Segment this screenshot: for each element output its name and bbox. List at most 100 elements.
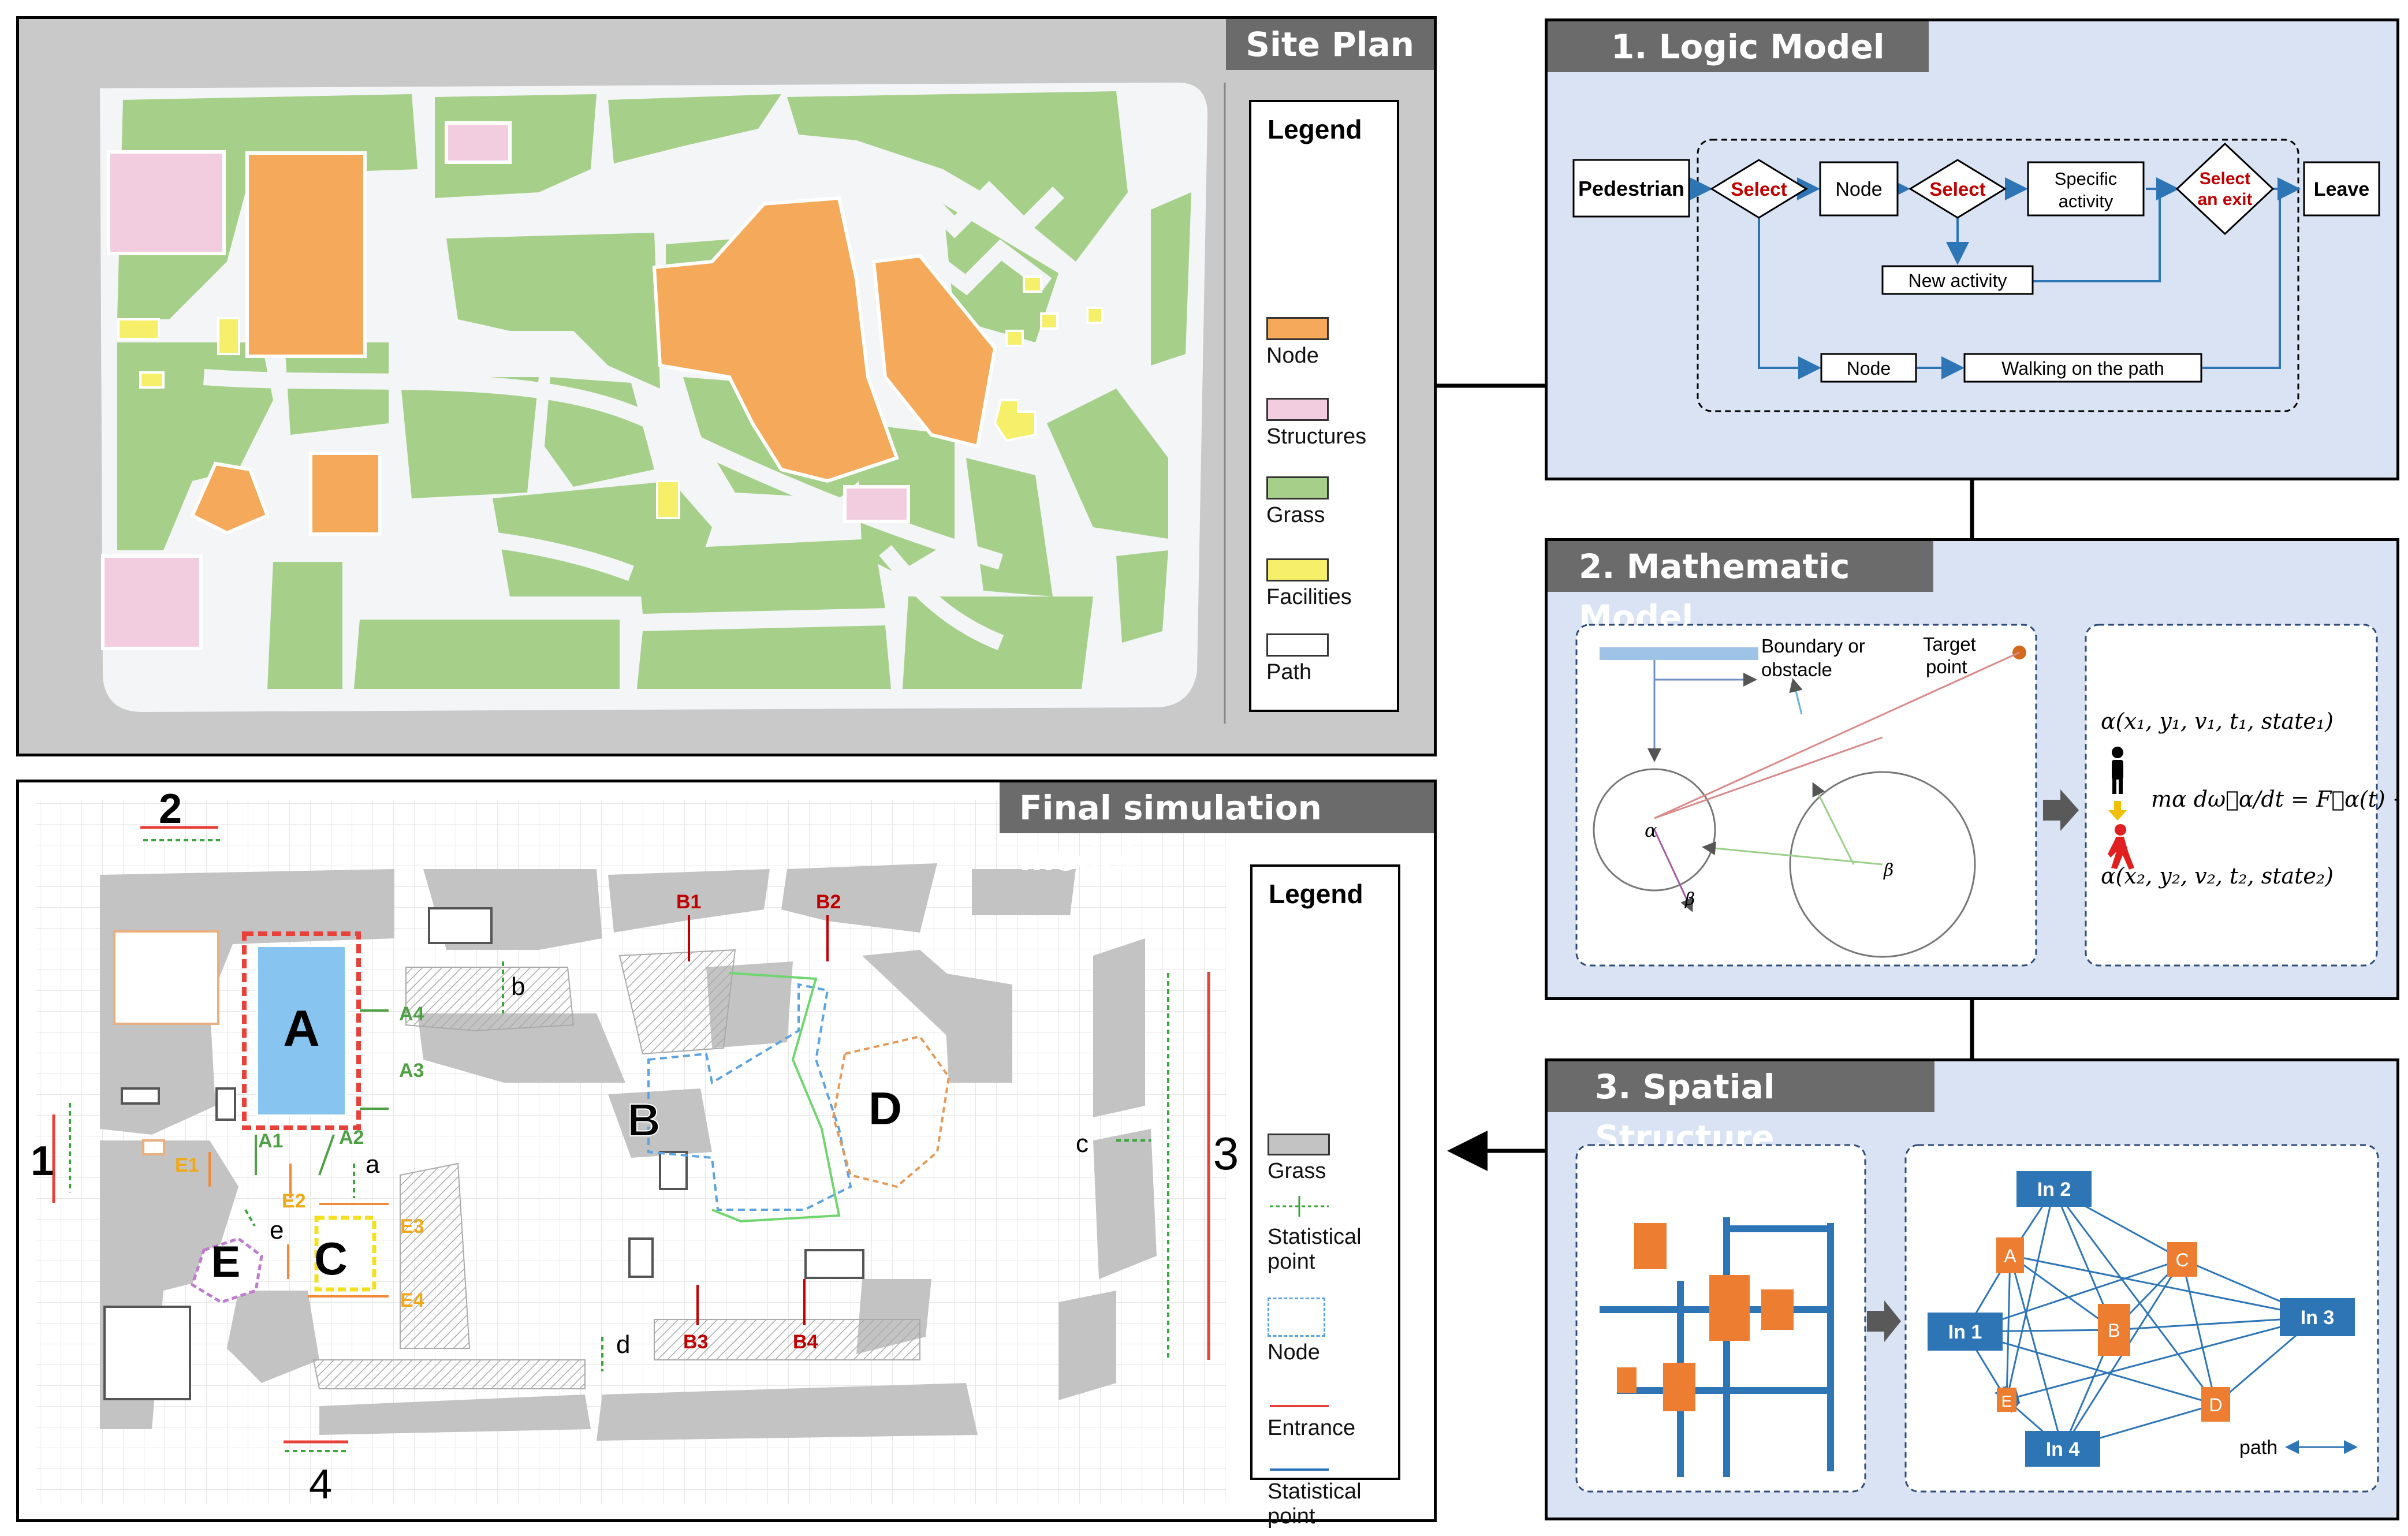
- graph-edge-A-E: [2000, 1255, 2014, 1401]
- path-legend-label: path: [2239, 1437, 2277, 1459]
- final-node-a-boundary: [242, 931, 361, 1130]
- stat-label-d: d: [616, 1330, 630, 1359]
- node-label-1: Node: [1835, 178, 1882, 200]
- final-hatched: [312, 949, 920, 1389]
- in1-label: In 1: [1948, 1321, 1982, 1343]
- final-legend-grass-swatch: [1268, 1134, 1330, 1155]
- graphnode-a-label: A: [2004, 1246, 2016, 1266]
- legend-path-label: Path: [1266, 660, 1312, 684]
- legend-node-swatch: [1266, 317, 1329, 340]
- stat-label-a: a: [366, 1150, 380, 1179]
- label-a3: A3: [399, 1060, 424, 1082]
- final-model-panel: 2 1 3 4 A B C D E a b c d e A1 A2 A3 A4 …: [16, 780, 1437, 1528]
- site-plan-title: Site Plan: [1226, 19, 1434, 70]
- final-node-d: [832, 1035, 950, 1188]
- label-e3: E3: [400, 1216, 424, 1237]
- final-legend-entrance-label: Entrance: [1268, 1416, 1356, 1440]
- label-b3: B3: [683, 1331, 708, 1353]
- final-entrances: [52, 826, 1210, 1444]
- graph-edge-in3-A: [2008, 1251, 2318, 1318]
- graph-edge-in4-A: [2006, 1254, 2064, 1449]
- label-b2: B2: [816, 891, 841, 913]
- site-nodes: [190, 151, 997, 536]
- select-label-1: Select: [1731, 178, 1787, 200]
- exit-diamond: [2175, 142, 2275, 236]
- site-path-area: [100, 83, 1208, 712]
- graph-edge-in2-E: [2002, 1188, 2055, 1401]
- label-e1: E1: [175, 1154, 199, 1176]
- pedestrian-alpha-circle: [1593, 768, 1716, 892]
- label-b4: B4: [793, 1331, 818, 1353]
- new-activity-label: New activity: [1908, 270, 2007, 291]
- site-plan-legend: Legend Node Structures Grass Facilities …: [1249, 100, 1399, 712]
- legend-node-label: Node: [1266, 344, 1319, 368]
- final-node-entries: [208, 1152, 389, 1298]
- person-standing-icon: [2112, 747, 2123, 794]
- graphnode-c-label: C: [2175, 1250, 2189, 1270]
- spatial-block-arrow: [1867, 1300, 1901, 1342]
- specific-label-1: Specific: [2055, 169, 2118, 189]
- in3-label: In 3: [2301, 1307, 2335, 1329]
- logic-model-title: 1. Logic Model: [1548, 21, 1929, 72]
- site-plan-panel: Site Plan Legend Node Structures Grass F…: [16, 16, 1437, 756]
- final-legend-stat1-line2: point: [1268, 1250, 1315, 1274]
- graphnode-b-label: B: [2108, 1320, 2120, 1341]
- logic-model-panel: 1. Logic Model Pedestrian Select Node: [1545, 18, 2399, 480]
- target-label-1: Target: [1923, 633, 1976, 655]
- stat2-swatch: [1270, 1468, 1329, 1471]
- final-node-a: [256, 945, 347, 1117]
- site-structures: [101, 121, 910, 650]
- label-e4: E4: [400, 1289, 424, 1311]
- node-label-a: A: [283, 1000, 320, 1057]
- label-a4: A4: [399, 1003, 424, 1025]
- select-diamond-2: [1908, 159, 2007, 219]
- beta-label-2: β: [1883, 860, 1893, 881]
- label-a1: A1: [258, 1130, 283, 1152]
- final-node-b: [647, 983, 852, 1211]
- final-legend-node-swatch: [1268, 1298, 1325, 1337]
- node-label-2: Node: [1847, 358, 1891, 379]
- structure-nodes: [1617, 1223, 1794, 1411]
- spatial-panel: 3. Spatial Structure: [1545, 1058, 2399, 1520]
- boundary-label-2: obstacle: [1761, 659, 1832, 680]
- legend-title: Legend: [1268, 114, 1362, 144]
- final-legend-node: Node: [1268, 1298, 1325, 1365]
- boundary-label-1: Boundary or: [1761, 635, 1865, 657]
- legend-node: Node: [1266, 317, 1329, 368]
- specific-activity-box: [2027, 161, 2145, 217]
- boundary-bar: [1600, 647, 1758, 660]
- final-node-c: [314, 1216, 377, 1292]
- entry-label-3: 3: [1213, 1128, 1239, 1179]
- in3-box: [2280, 1298, 2355, 1336]
- legend-grass: Grass: [1266, 476, 1329, 528]
- stat-label-e: e: [270, 1216, 284, 1244]
- graphnode-b-box: [2098, 1304, 2130, 1356]
- math-model-panel: 2. Mathematic Model Boundary or obstacle…: [1545, 538, 2399, 1000]
- final-legend: Legend Grass Statistical point Node Entr…: [1250, 864, 1400, 1528]
- final-legend-grass-label: Grass: [1268, 1159, 1326, 1183]
- stat-label-b: b: [511, 972, 525, 1001]
- specific-label-2: activity: [2059, 191, 2113, 211]
- legend-structures-swatch: [1266, 398, 1329, 421]
- label-a2: A2: [339, 1127, 364, 1149]
- final-legend-grass: Grass: [1268, 1134, 1330, 1184]
- site-facilities: [117, 275, 1104, 519]
- pedestrian-beta-circle: [1789, 771, 1976, 958]
- in1-box: [1928, 1313, 2003, 1351]
- legend-facilities: Facilities: [1266, 558, 1352, 610]
- target-label-2: point: [1926, 656, 1967, 677]
- walking-box: [1963, 353, 2202, 383]
- graph-entries: [1928, 1171, 2355, 1467]
- alpha-label: α: [1645, 819, 1657, 841]
- final-legend-node-label: Node: [1268, 1340, 1320, 1364]
- in2-label: In 2: [2037, 1179, 2071, 1201]
- legend-facilities-label: Facilities: [1266, 585, 1352, 609]
- final-stat-points: [69, 839, 1169, 1452]
- final-model-title: Final simulation model: [1000, 782, 1434, 878]
- force-box: [1575, 624, 2037, 967]
- state2-text: α(x₂, y₂, v₂, t₂, state₂): [2101, 863, 2334, 889]
- label-b1: B1: [676, 891, 701, 913]
- legend-facilities-swatch: [1266, 558, 1329, 581]
- legend-grass-label: Grass: [1266, 503, 1325, 527]
- equation-text: mα dω⃗α/dt = F⃗α(t) + ξ: [2151, 786, 2396, 812]
